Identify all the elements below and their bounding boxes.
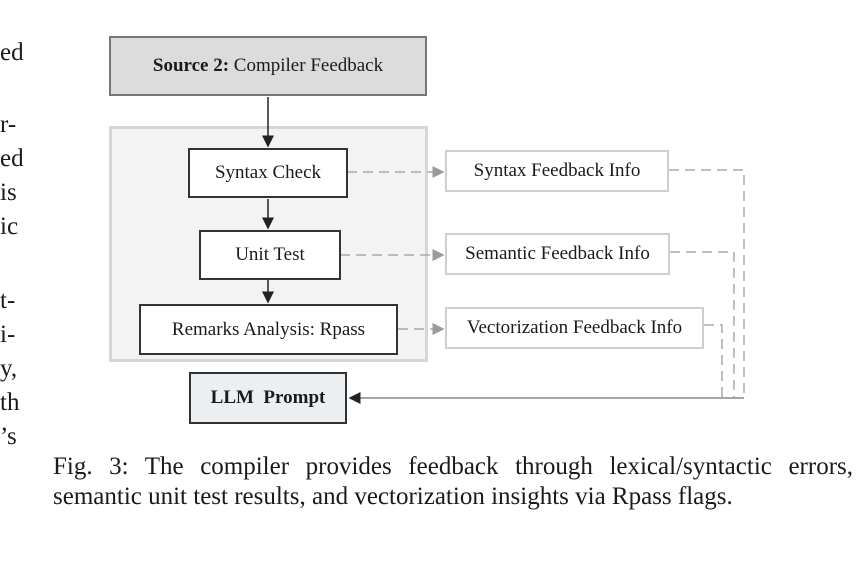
column-text-fragment: r-: [0, 111, 17, 138]
column-text-fragment: ed: [0, 39, 24, 66]
path-syntax-return: [669, 169, 745, 398]
unit-test-box: Unit Test: [199, 230, 341, 280]
column-text-fragment: ic: [0, 213, 19, 240]
source-title: Compiler Feedback: [229, 55, 384, 76]
vectorization-feedback-label: Vectorization Feedback Info: [466, 317, 683, 338]
remarks-analysis-label: Remarks Analysis: Rpass: [171, 318, 366, 340]
llm-prompt-box: LLM Prompt: [189, 372, 347, 424]
syntax-feedback-box: Syntax Feedback Info: [445, 150, 669, 192]
source-label: Source 2:: [152, 55, 230, 76]
syntax-feedback-label: Syntax Feedback Info: [473, 160, 641, 181]
column-text-fragment: ’s: [0, 423, 17, 450]
figure-caption: Fig. 3: The compiler provides feedback t…: [53, 453, 853, 510]
remarks-analysis-box: Remarks Analysis: Rpass: [139, 304, 398, 355]
path-vectorization-return: [704, 324, 723, 398]
syntax-check-label: Syntax Check: [214, 162, 322, 183]
column-text-fragment: t-: [0, 287, 16, 314]
syntax-check-box: Syntax Check: [188, 148, 348, 198]
column-text-fragment: y,: [0, 355, 18, 382]
column-text-fragment: th: [0, 389, 20, 416]
unit-test-label: Unit Test: [235, 244, 305, 265]
path-semantic-return: [670, 251, 735, 398]
semantic-feedback-label: Semantic Feedback Info: [465, 243, 650, 264]
vectorization-feedback-box: Vectorization Feedback Info: [445, 307, 704, 349]
column-text-fragment: ed: [0, 145, 24, 172]
source-compiler-feedback-box: Source 2: Compiler Feedback: [109, 36, 427, 96]
column-text-fragment: is: [0, 179, 17, 206]
column-text-fragment: i-: [0, 321, 16, 348]
semantic-feedback-box: Semantic Feedback Info: [445, 233, 670, 275]
llm-prompt-label: LLM Prompt: [210, 387, 326, 408]
